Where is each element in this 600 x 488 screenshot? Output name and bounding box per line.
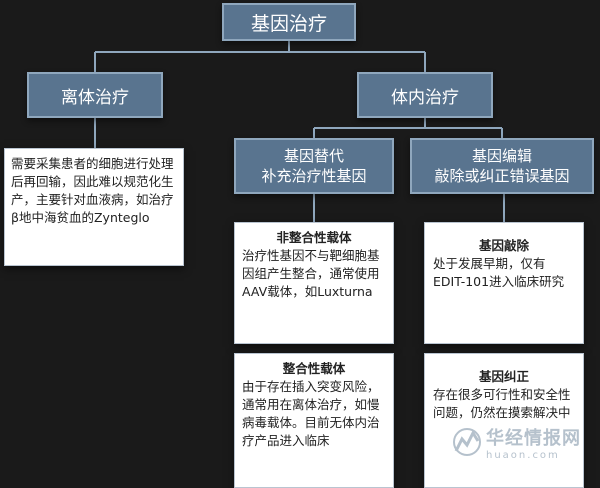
gene-knockout-card: 基因敲除 处于发展早期，仅有EDIT-101进入临床研究	[424, 222, 584, 344]
in-vivo-node: 体内治疗	[357, 72, 493, 118]
ex-vivo-description-card: 需要采集患者的细胞进行处理后再回输，因此难以规范化生产，主要针对血液病，如治疗β…	[4, 148, 184, 266]
gene-replacement-node: 基因替代 补充治疗性基因	[234, 138, 394, 194]
non-integrating-vector-body: 治疗性基因不与靶细胞基因组产生整合，通常使用AAV载体，如Luxturna	[242, 248, 380, 299]
gene-replacement-title: 基因替代	[283, 147, 344, 165]
ex-vivo-description: 需要采集患者的细胞进行处理后再回输，因此难以规范化生产，主要针对血液病，如治疗β…	[11, 156, 174, 225]
non-integrating-vector-title: 非整合性载体	[276, 230, 352, 245]
gene-editing-node: 基因编辑 敲除或纠正错误基因	[410, 138, 594, 194]
gene-replacement-subtitle: 补充治疗性基因	[261, 167, 367, 185]
integrating-vector-card: 整合性载体 由于存在插入突变风险，通常用在离体治疗，如慢病毒载体。目前无体内治疗…	[234, 353, 394, 488]
root-label: 基因治疗	[250, 12, 327, 35]
gene-knockout-title: 基因敲除	[478, 238, 529, 253]
gene-correction-card: 基因纠正 存在很多可行性和安全性问题，仍然在摸索解决中	[424, 353, 584, 488]
gene-correction-body: 存在很多可行性和安全性问题，仍然在摸索解决中	[433, 387, 571, 420]
gene-editing-subtitle: 敲除或纠正错误基因	[434, 167, 570, 185]
non-integrating-vector-card: 非整合性载体 治疗性基因不与靶细胞基因组产生整合，通常使用AAV载体，如Luxt…	[234, 222, 394, 344]
in-vivo-label: 体内治疗	[391, 87, 459, 108]
integrating-vector-title: 整合性载体	[282, 361, 346, 376]
gene-editing-title: 基因编辑	[471, 147, 532, 165]
ex-vivo-node: 离体治疗	[27, 72, 163, 118]
gene-correction-title: 基因纠正	[478, 369, 529, 384]
gene-knockout-body: 处于发展早期，仅有EDIT-101进入临床研究	[433, 256, 565, 289]
integrating-vector-body: 由于存在插入突变风险，通常用在离体治疗，如慢病毒载体。目前无体内治疗产品进入临床	[242, 379, 380, 448]
ex-vivo-label: 离体治疗	[61, 87, 129, 108]
root-node: 基因治疗	[222, 3, 356, 41]
